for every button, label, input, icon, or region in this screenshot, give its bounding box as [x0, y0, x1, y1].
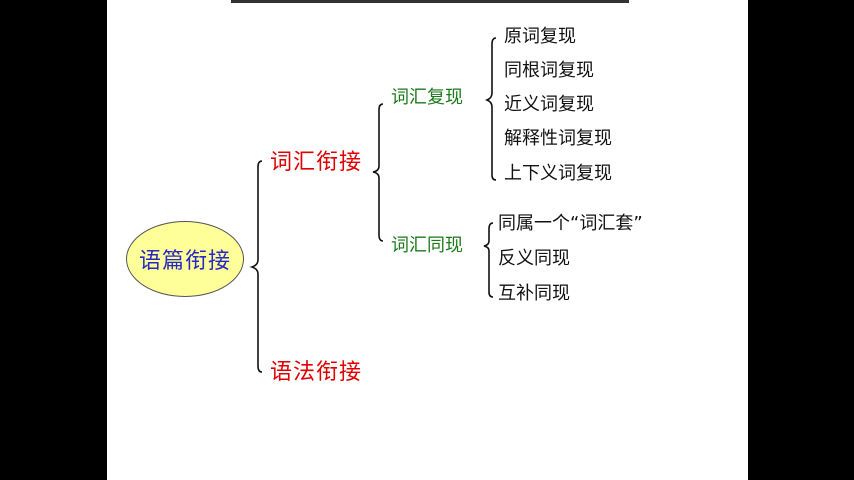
- leaf-reiteration-3: 近义词复现: [504, 94, 594, 115]
- leaf-reiteration-2: 同根词复现: [504, 60, 594, 81]
- lexical-brace: [372, 103, 384, 242]
- root-label: 语篇衔接: [138, 249, 231, 274]
- leaf-reiteration-4: 解释性词复现: [504, 128, 612, 149]
- leaf-reiteration-1: 原词复现: [504, 26, 576, 47]
- leaf-collocation-2: 反义同现: [498, 248, 570, 269]
- leaf-reiteration-5: 上下义词复现: [504, 163, 612, 184]
- root-node: 语篇衔接: [126, 221, 244, 297]
- collocation-brace: [483, 222, 494, 298]
- leaf-collocation-3: 互补同现: [498, 283, 570, 304]
- grammatical-cohesion-label: 语法衔接: [270, 360, 363, 385]
- root-brace: [249, 160, 263, 373]
- reiteration-label: 词汇复现: [391, 87, 463, 108]
- reiteration-brace: [484, 37, 497, 181]
- collocation-label: 词汇同现: [391, 235, 463, 256]
- top-bar: [231, 0, 629, 3]
- leaf-collocation-1: 同属一个“词汇套”: [498, 213, 643, 234]
- lexical-cohesion-label: 词汇衔接: [270, 150, 363, 175]
